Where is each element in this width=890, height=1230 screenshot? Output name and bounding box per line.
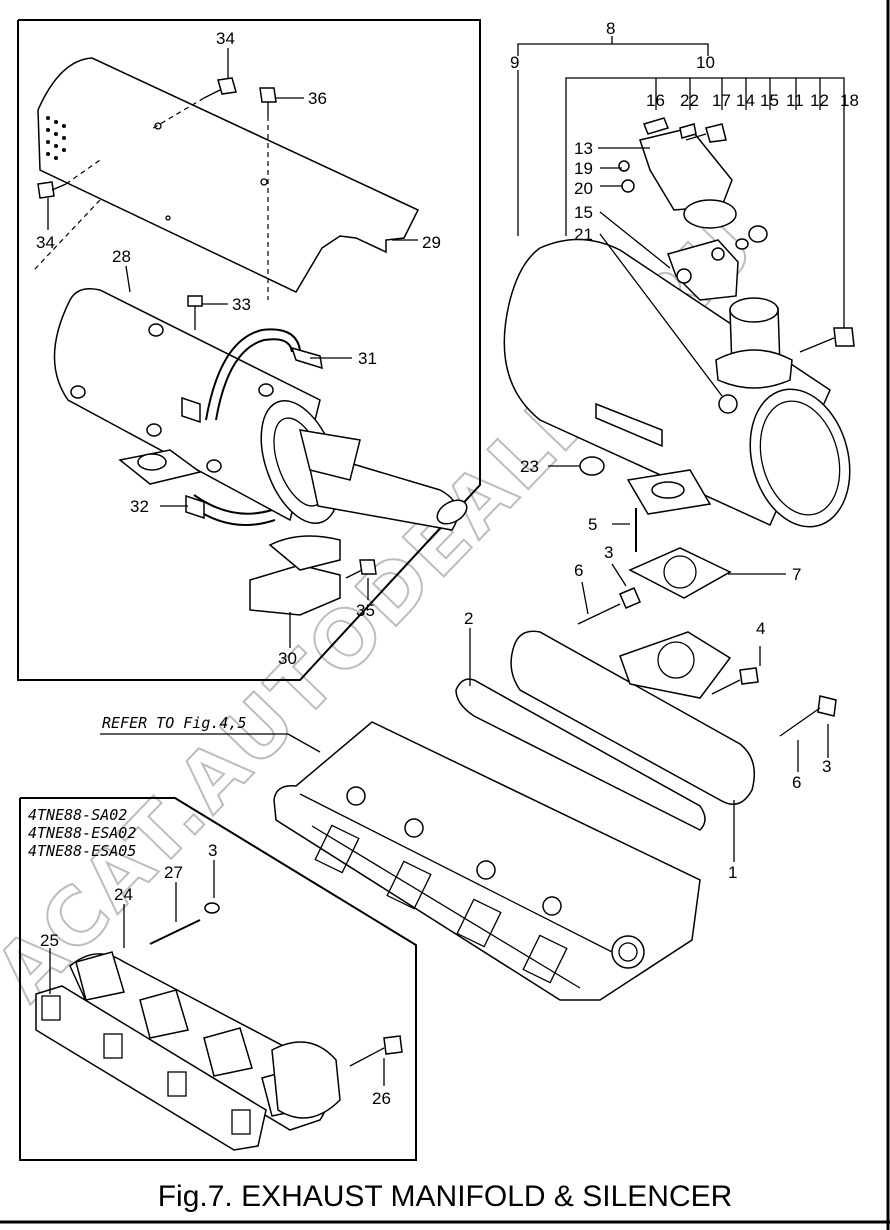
model-line-3: 4TNE88-ESA05: [28, 842, 136, 860]
callout-3-upper: 3: [604, 543, 613, 562]
callout-16: 16: [646, 91, 665, 110]
callout-7: 7: [792, 565, 801, 584]
callout-19: 19: [574, 159, 593, 178]
callout-22: 22: [680, 91, 699, 110]
callout-28: 28: [112, 247, 131, 266]
callout-6-right: 6: [792, 773, 801, 792]
callout-10: 10: [696, 53, 715, 72]
model-line-1: 4TNE88-SA02: [28, 806, 127, 824]
model-line-2: 4TNE88-ESA02: [28, 824, 136, 842]
inset-alt-manifold: [19, 797, 417, 1161]
callout-17: 17: [712, 91, 731, 110]
callout-33: 33: [232, 295, 251, 314]
callout-18: 18: [840, 91, 859, 110]
callout-36: 36: [308, 89, 327, 108]
callout-9: 9: [510, 53, 519, 72]
main-silencer-assembly: [503, 36, 855, 528]
callout-6-upper: 6: [574, 561, 583, 580]
callout-31: 31: [358, 349, 377, 368]
refer-note: REFER TO Fig.4,5: [102, 714, 247, 732]
figure-caption: Fig.7. EXHAUST MANIFOLD & SILENCER: [157, 1180, 733, 1213]
callout-8: 8: [606, 19, 615, 38]
callout-26: 26: [372, 1089, 391, 1108]
callout-labels: 8 9 10 16 22 17 14 15 11 12 18 13 19 20 …: [28, 19, 859, 1108]
callout-24: 24: [114, 885, 133, 904]
callout-23: 23: [520, 457, 539, 476]
callout-15: 15: [574, 203, 593, 222]
callout-13: 13: [574, 139, 593, 158]
callout-15-top: 15: [760, 91, 779, 110]
callout-1: 1: [728, 863, 737, 882]
callout-4: 4: [756, 619, 765, 638]
callout-32: 32: [130, 497, 149, 516]
callout-20: 20: [574, 179, 593, 198]
callout-35: 35: [356, 601, 375, 620]
inset-silencer-cover: [17, 19, 481, 681]
callout-27: 27: [164, 863, 183, 882]
callout-30: 30: [278, 649, 297, 668]
callout-25: 25: [40, 931, 59, 950]
cylinder-head: [100, 721, 701, 1001]
callout-34-left: 34: [36, 233, 55, 252]
callout-14: 14: [736, 91, 755, 110]
callout-3-lower: 3: [208, 841, 217, 860]
callout-34-top: 34: [216, 29, 235, 48]
callout-5: 5: [588, 515, 597, 534]
callout-29: 29: [422, 233, 441, 252]
callout-2: 2: [464, 609, 473, 628]
callout-3-right: 3: [822, 757, 831, 776]
exhaust-manifold: [455, 508, 837, 862]
callout-11: 11: [786, 91, 804, 110]
callout-12: 12: [810, 91, 829, 110]
callout-21: 21: [574, 225, 593, 244]
